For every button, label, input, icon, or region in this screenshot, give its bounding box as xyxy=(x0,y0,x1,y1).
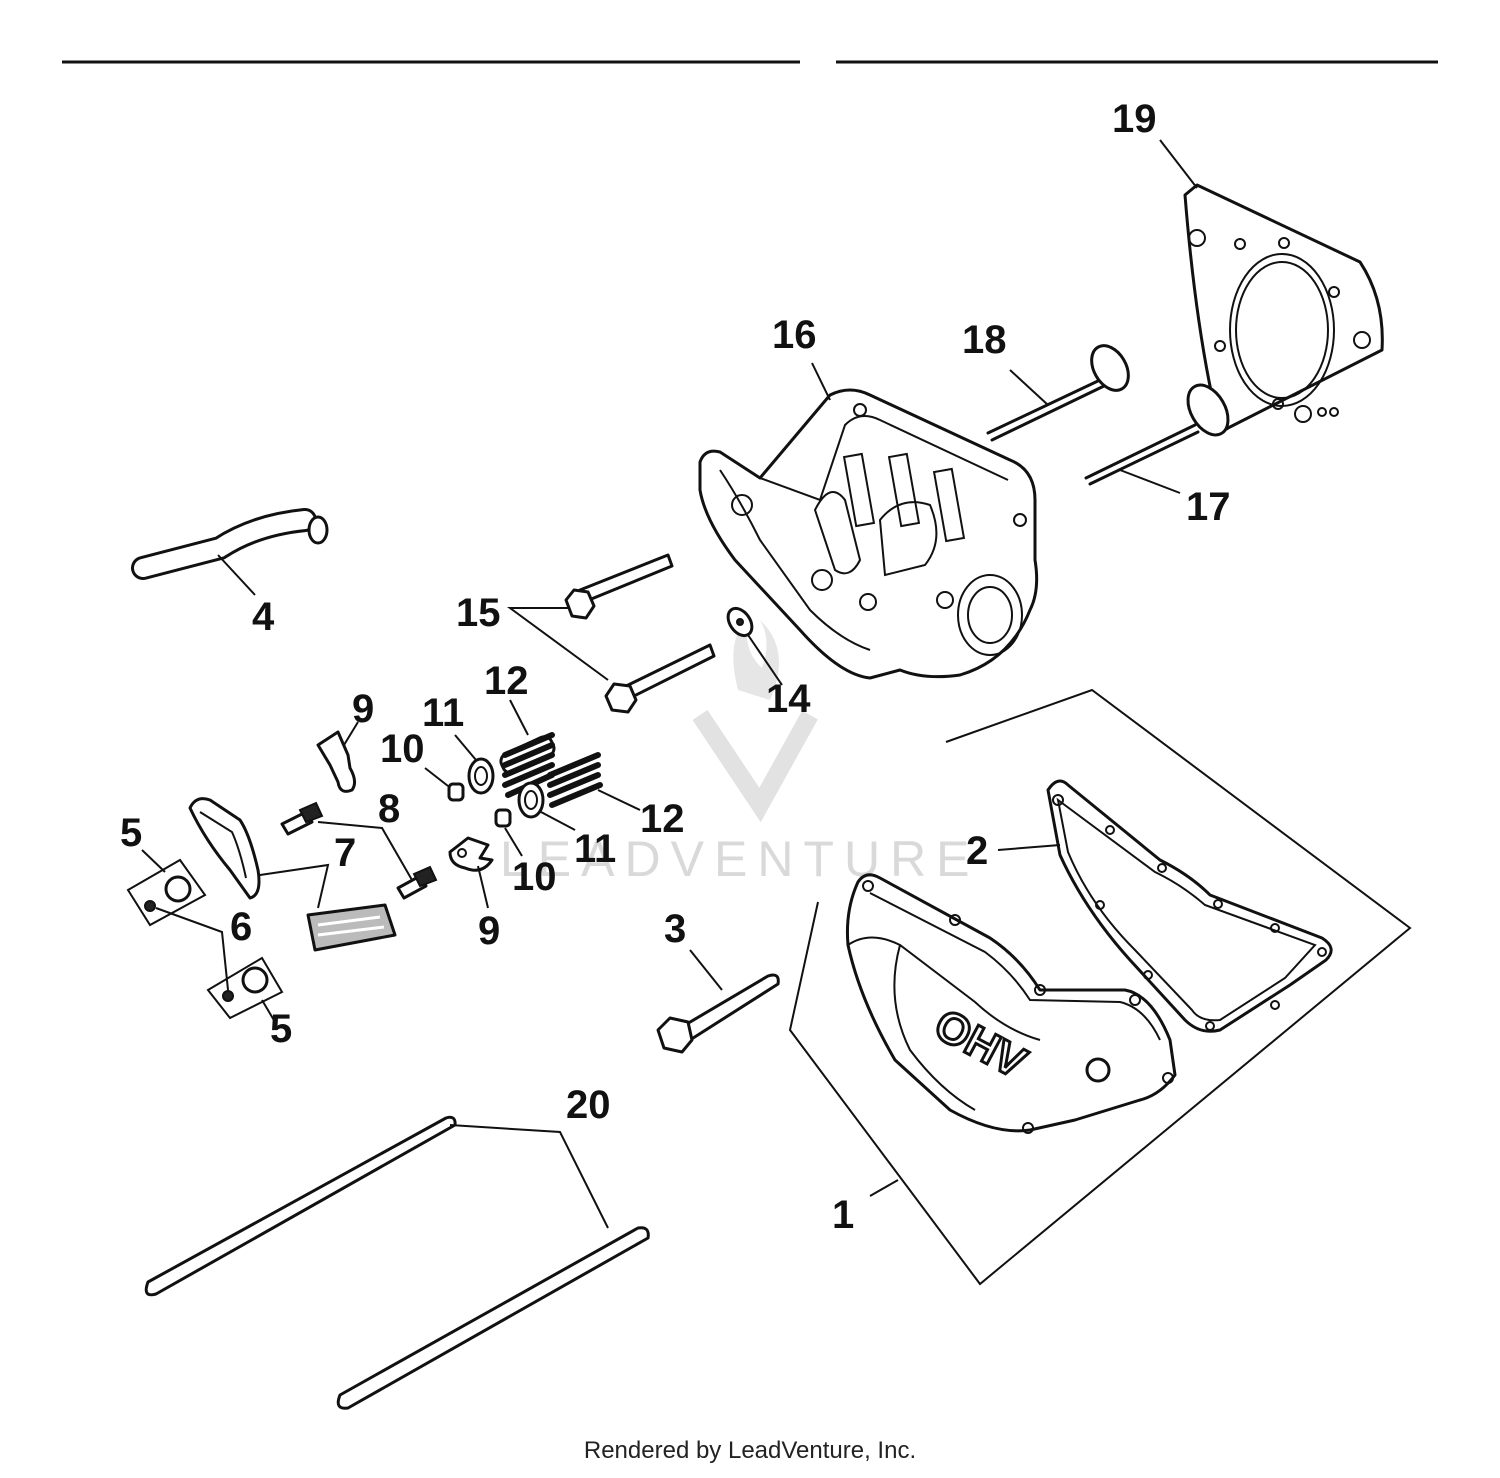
callout-17: 17 xyxy=(1186,485,1231,529)
valve-17[interactable] xyxy=(1084,378,1236,486)
callout-10-lower: 10 xyxy=(512,855,557,899)
callout-16: 16 xyxy=(772,313,817,357)
callout-11-lower: 11 xyxy=(574,827,616,871)
leader-17 xyxy=(1119,469,1181,494)
rocker-stud-lower[interactable] xyxy=(396,865,438,900)
callout-11-upper: 11 xyxy=(422,691,464,735)
leader-18 xyxy=(1009,369,1049,406)
spring-retainer-upper[interactable] xyxy=(467,757,495,795)
leader-20 xyxy=(449,1124,609,1229)
leader-9-upper xyxy=(343,721,359,746)
push-rod-guide-lower[interactable] xyxy=(448,836,494,872)
push-rod-upper[interactable] xyxy=(144,1115,457,1297)
leader-2 xyxy=(997,844,1061,851)
cover-bolt[interactable] xyxy=(656,973,780,1054)
callout-4: 4 xyxy=(252,595,275,639)
callout-3: 3 xyxy=(664,907,686,951)
callout-1: 1 xyxy=(832,1193,854,1237)
valve-cover-gasket[interactable] xyxy=(1046,779,1333,1033)
callout-18: 18 xyxy=(962,318,1007,362)
rocker-stud-upper[interactable] xyxy=(280,801,324,836)
head-bolt-upper[interactable] xyxy=(564,553,674,620)
spring-retainer-lower[interactable] xyxy=(517,781,545,819)
valve-keeper-lower[interactable] xyxy=(494,808,512,828)
watermark: LEADVENTURE xyxy=(500,618,980,887)
callout-14: 14 xyxy=(766,677,811,721)
callout-12-lower: 12 xyxy=(640,797,685,841)
footer-credit: Rendered by LeadVenture, Inc. xyxy=(584,1437,916,1464)
leader-9-lower xyxy=(477,865,489,909)
bracket-1-2 xyxy=(788,688,1412,1286)
washer-14[interactable] xyxy=(723,604,757,640)
callout-19: 19 xyxy=(1112,97,1157,141)
leader-4 xyxy=(217,554,256,596)
valve-18[interactable] xyxy=(986,339,1136,442)
leader-11-upper xyxy=(454,734,477,761)
leader-3 xyxy=(689,949,723,991)
rocker-arm[interactable] xyxy=(188,797,261,900)
valve-spring-upper[interactable] xyxy=(498,732,556,798)
valve-cover[interactable]: OHV xyxy=(845,873,1177,1134)
leader-16 xyxy=(811,362,831,401)
head-bolt-lower[interactable] xyxy=(604,643,716,714)
callout-20: 20 xyxy=(566,1083,611,1127)
leader-15 xyxy=(506,607,609,681)
leader-10-upper xyxy=(424,767,449,787)
leader-12-upper xyxy=(509,699,529,736)
push-rod-lower[interactable] xyxy=(336,1226,650,1410)
cylinder-head[interactable] xyxy=(698,388,1039,680)
callout-5-lower: 5 xyxy=(270,1007,292,1051)
callout-7: 7 xyxy=(334,831,356,875)
leader-14 xyxy=(747,634,783,686)
push-rod-guide-upper[interactable] xyxy=(316,730,357,793)
leader-5-lower xyxy=(261,999,276,1023)
leader-11-lower xyxy=(540,811,576,831)
callout-10-upper: 10 xyxy=(380,727,425,771)
leader-10-lower xyxy=(504,827,523,857)
callout-9-upper: 9 xyxy=(352,687,374,731)
callout-9-lower: 9 xyxy=(478,909,500,953)
callout-8: 8 xyxy=(378,787,400,831)
callout-6: 6 xyxy=(230,905,252,949)
watermark-text: LEADVENTURE xyxy=(500,831,980,887)
breather-tube[interactable] xyxy=(131,508,329,580)
leader-6 xyxy=(155,907,229,991)
callout-12-upper: 12 xyxy=(484,659,529,703)
rocker-arm-block[interactable] xyxy=(306,903,397,952)
rocker-pivot-upper[interactable] xyxy=(126,858,207,927)
leader-5-upper xyxy=(141,849,166,873)
callout-2: 2 xyxy=(966,829,988,873)
leader-12-lower xyxy=(597,789,641,811)
leader-8 xyxy=(317,821,413,881)
callout-5-upper: 5 xyxy=(120,811,142,855)
leader-19 xyxy=(1159,139,1198,189)
leader-7 xyxy=(259,863,330,909)
valve-keeper-upper[interactable] xyxy=(447,782,465,802)
leader-1 xyxy=(869,1179,899,1197)
valve-spring-lower[interactable] xyxy=(547,752,603,808)
callout-15: 15 xyxy=(456,591,501,635)
rocker-pivot-lower[interactable] xyxy=(206,956,284,1020)
